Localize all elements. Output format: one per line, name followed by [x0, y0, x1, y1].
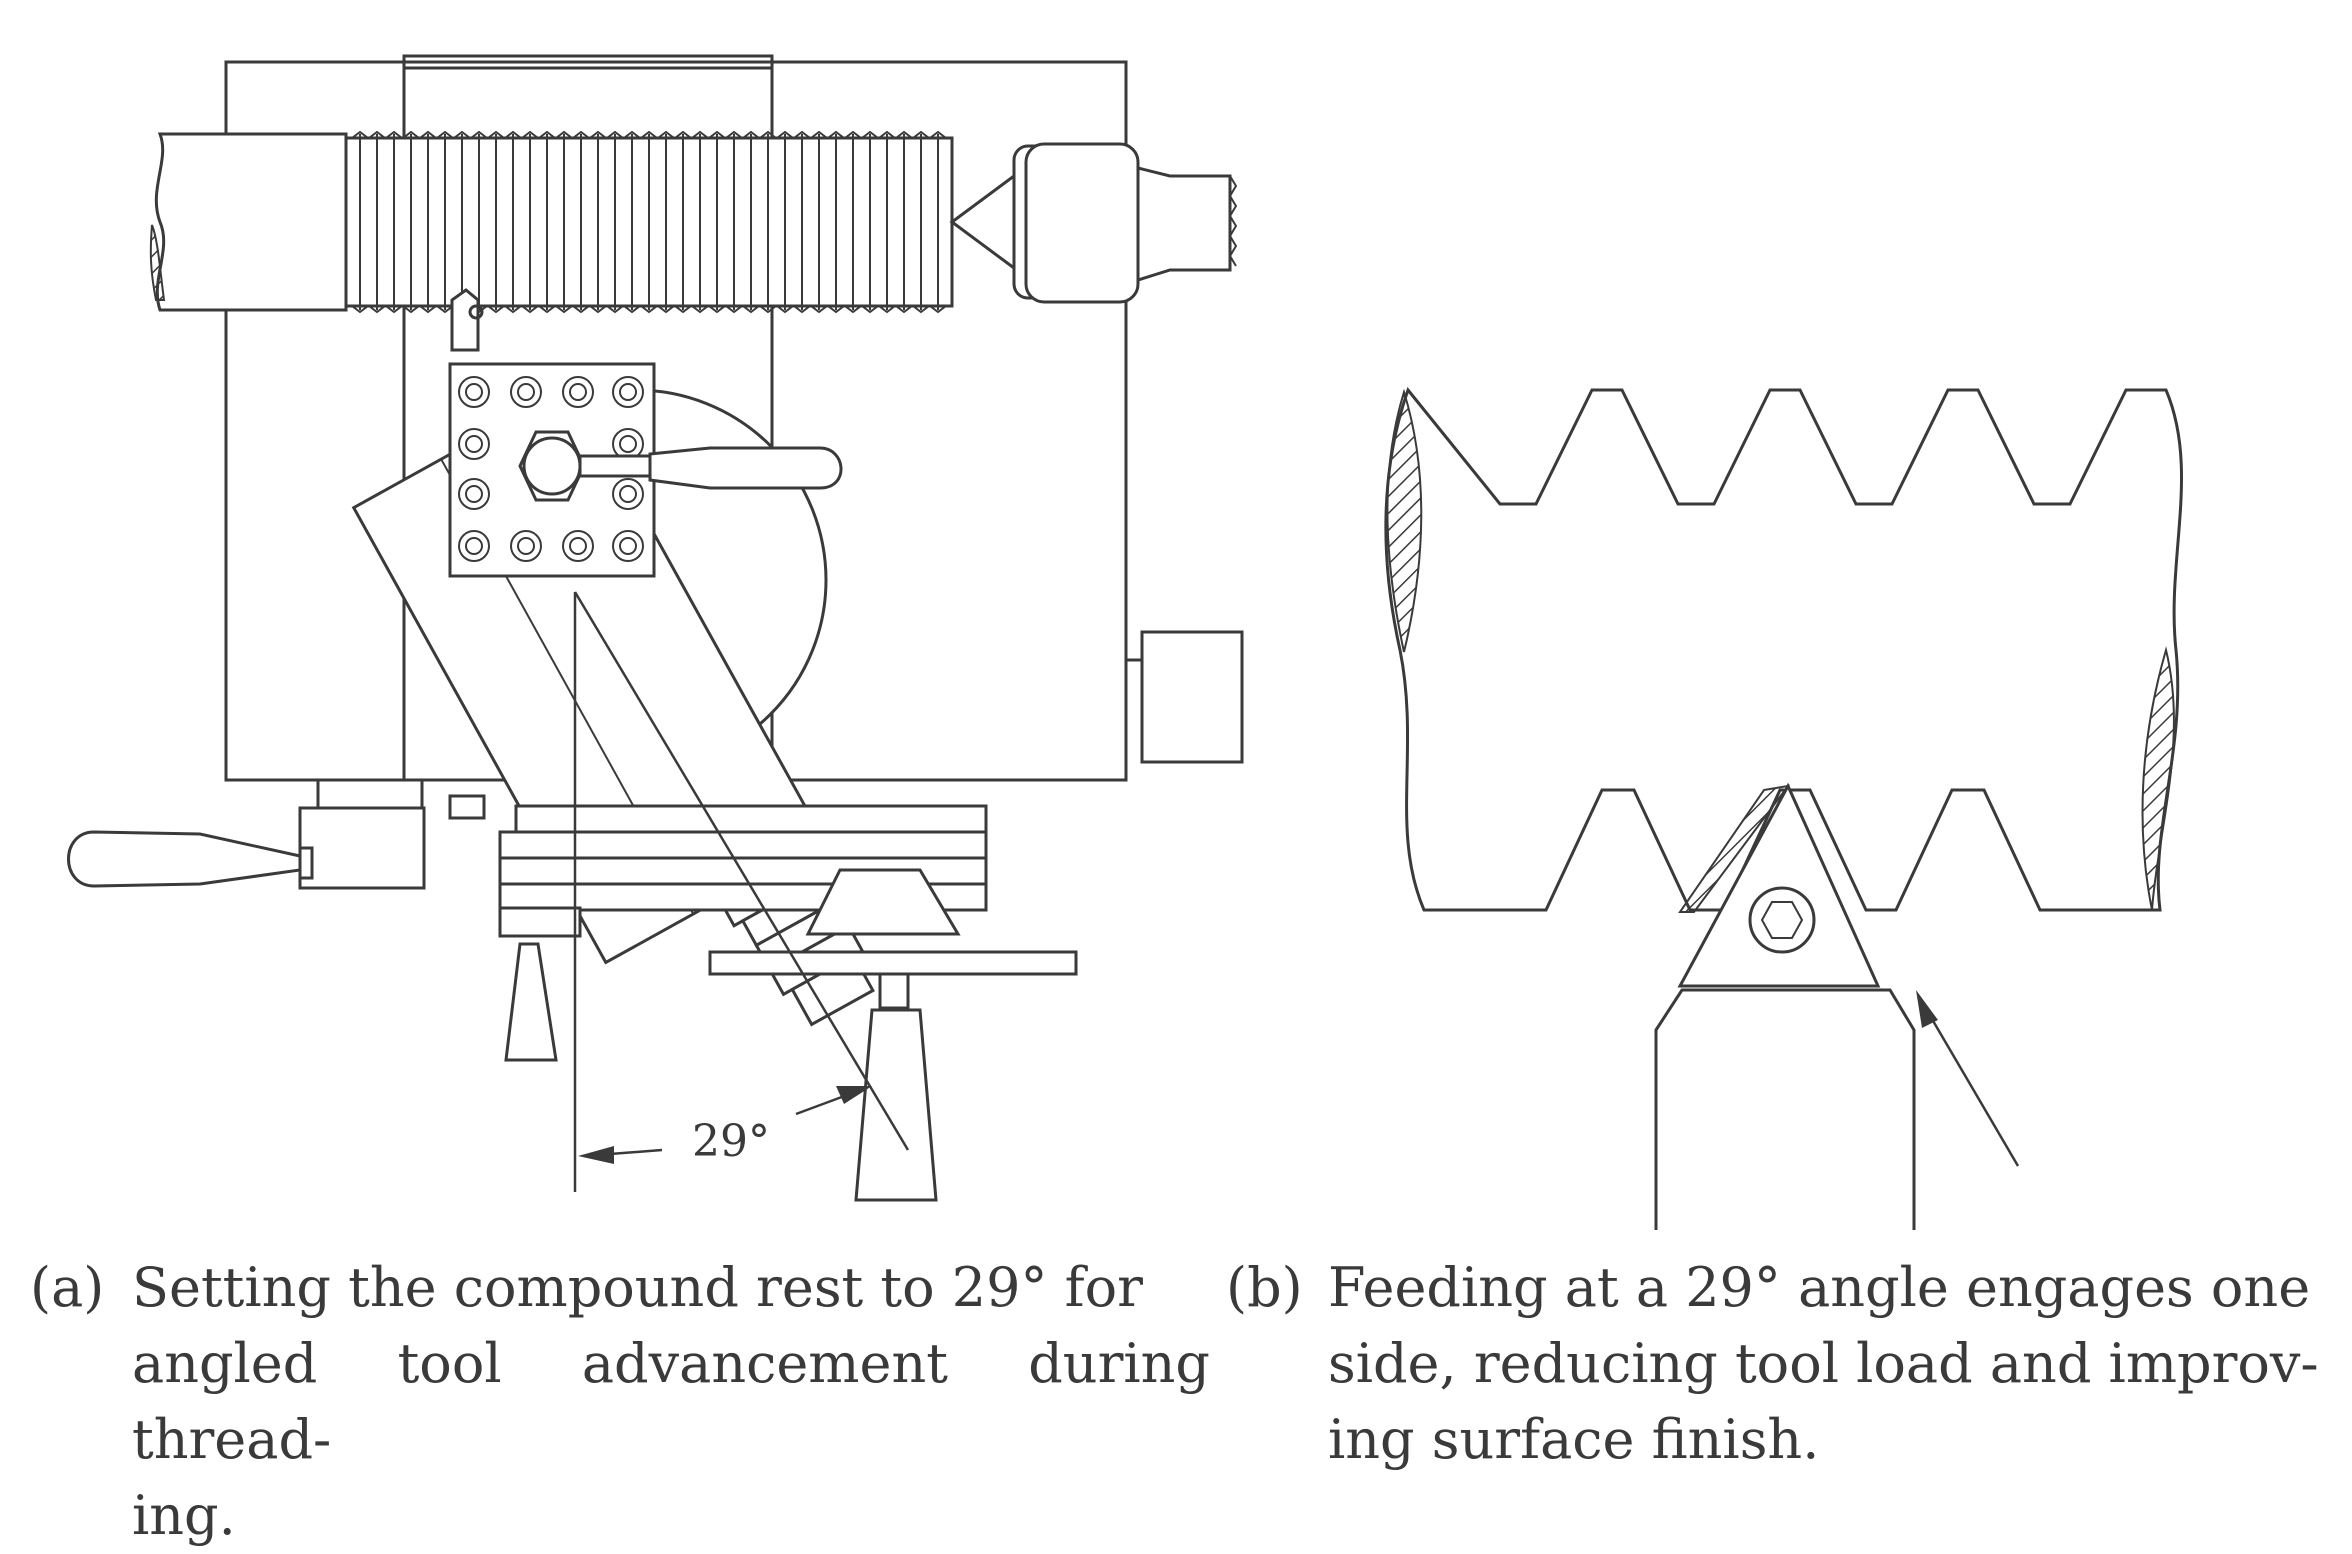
bolt-head — [612, 530, 644, 562]
caption-a-line-1: Setting the compound rest to 29° for — [132, 1256, 1143, 1319]
bolt-head — [510, 376, 542, 408]
caption-b-line-3: ing surface finish. — [1328, 1408, 1820, 1471]
threading-tool — [450, 288, 480, 352]
thread-crest-lines — [351, 130, 947, 314]
tool-post-bolts — [458, 376, 644, 562]
bolt-head — [458, 428, 490, 460]
feed-direction-line — [573, 591, 910, 1151]
bolt-head — [562, 376, 594, 408]
thread-profile — [1384, 386, 2184, 912]
caption-b-label: (b) — [1226, 1256, 1303, 1319]
bolt-head — [458, 478, 490, 510]
tool-post-handle — [578, 446, 843, 490]
caption-a-label: (a) — [30, 1256, 105, 1319]
figure-canvas: 29° — [67, 54, 2184, 1230]
bolt-head — [510, 530, 542, 562]
bolt-head — [458, 530, 490, 562]
caption-b-line-1: Feeding at a 29° angle engages one — [1328, 1256, 2311, 1319]
cross-slide-handle — [67, 830, 314, 888]
lower-lever-right — [854, 972, 938, 1202]
lathe-diagram — [67, 54, 1244, 1202]
workpiece-stock — [149, 132, 348, 312]
caption-b-text: Feeding at a 29° angle engages one side,… — [1328, 1250, 2336, 1478]
bolt-head — [612, 376, 644, 408]
tailstock-center — [949, 142, 1238, 304]
bolt-head — [458, 376, 490, 408]
lower-lever-left — [498, 906, 582, 1062]
thread-crests — [351, 130, 947, 314]
flank-pointer-arrow — [1920, 1001, 2020, 1167]
bolt-head — [612, 478, 644, 510]
caption-a-line-3: ing. — [132, 1484, 236, 1547]
bolt-head — [562, 530, 594, 562]
caption-a-line-2: angled tool advancement during thread- — [132, 1332, 1210, 1471]
angle-label: 29° — [692, 1116, 770, 1167]
thread-profile-diagram — [1384, 386, 2184, 1230]
caption-a-text: Setting the compound rest to 29° for ang… — [132, 1250, 1210, 1554]
tool-holder — [1654, 988, 1916, 1230]
caption-b-line-2: side, reducing tool load and improv- — [1328, 1332, 2319, 1395]
triangular-insert — [1677, 782, 1881, 988]
carriage-lock-box — [1140, 630, 1244, 764]
